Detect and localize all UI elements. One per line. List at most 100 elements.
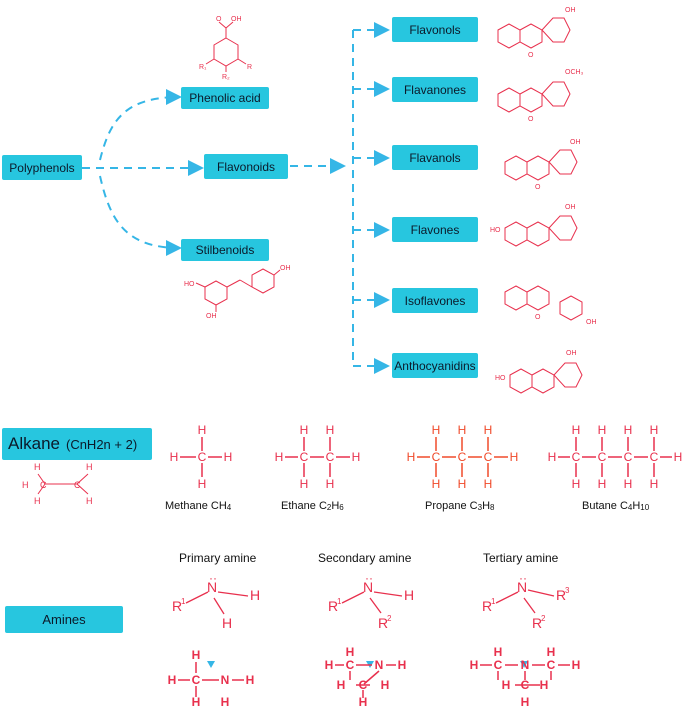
- butane-h6: H: [598, 477, 607, 491]
- butane-h4: H: [650, 423, 659, 437]
- trimethylamine-h-a: H: [470, 658, 479, 672]
- ethane-h6: H: [326, 477, 335, 491]
- primary-amine-r-sup: 1: [181, 597, 186, 606]
- trimethylamine-c2: C: [547, 658, 556, 672]
- propane-h8: H: [484, 477, 493, 491]
- alkane-formula: (CnH2n + 2): [65, 436, 138, 452]
- tertiary-amine-r3-sup: 3: [565, 586, 570, 595]
- flavone-oh: OH: [565, 204, 576, 211]
- methane-h-left: H: [170, 450, 179, 464]
- methane-label: Methane CH4: [165, 500, 232, 512]
- flavonol-structure: [497, 17, 571, 49]
- alkane-sketch-h2: H: [86, 462, 93, 472]
- anthocyanidin-oh: OH: [566, 350, 577, 357]
- trimethylamine-h-d: H: [547, 645, 556, 659]
- flavones-box: Flavones: [392, 217, 478, 242]
- methylamine-h2: H: [192, 648, 201, 662]
- primary-amine-r: R: [172, 598, 182, 614]
- phenolic-acid-box: Phenolic acid: [181, 87, 269, 109]
- trimethylamine-h-c: H: [494, 645, 503, 659]
- dimethylamine-h-d: H: [381, 678, 390, 692]
- flavonoids-box: Flavonoids: [204, 154, 288, 179]
- secondary-amine-r1-sup: 1: [337, 597, 342, 606]
- tertiary-amine-r2-sup: 2: [541, 614, 546, 623]
- propane-h7: H: [458, 477, 467, 491]
- trimethylamine-h-g: H: [521, 695, 530, 708]
- dimethylamine-h-e: H: [359, 695, 368, 708]
- propane-label: Propane C3H8: [425, 500, 495, 512]
- methane-c: C: [198, 450, 207, 464]
- phenolic-oh: OH: [231, 16, 242, 23]
- secondary-amine-r2: R: [378, 615, 388, 631]
- butane-structure: [558, 437, 672, 477]
- secondary-amine-h: H: [404, 587, 414, 603]
- phenolic-r1: R₁: [199, 64, 207, 71]
- propane-h4: H: [458, 423, 467, 437]
- ethane-c1: C: [300, 450, 309, 464]
- isoflavones-box: Isoflavones: [392, 288, 478, 313]
- butane-h-right: H: [674, 450, 683, 464]
- dimethylamine-structure: [335, 664, 396, 698]
- alkane-box: Alkane (CnH2n + 2): [2, 428, 152, 460]
- dimethylamine-c1: C: [346, 658, 355, 672]
- alkane-sketch-h5: H: [86, 496, 93, 506]
- methylamine-h3: H: [192, 695, 201, 708]
- primary-amine-h2: H: [222, 615, 232, 631]
- arrow-to-stilbenoids: [99, 175, 182, 256]
- ethane-h1: H: [275, 450, 284, 464]
- tertiary-amine-r3: R: [556, 587, 566, 603]
- propane-c3: C: [484, 450, 493, 464]
- methylamine-n: N: [221, 673, 230, 687]
- secondary-amine-n: N: [363, 579, 373, 595]
- stilbenoids-box: Stilbenoids: [181, 239, 269, 261]
- secondary-amine-generic: [341, 591, 403, 614]
- flavanol-o: O: [535, 184, 541, 191]
- stilbenoid-oh3: OH: [280, 265, 291, 272]
- flavonol-oh: OH: [565, 7, 576, 14]
- secondary-amine-r1: R: [328, 598, 338, 614]
- methane-h-top: H: [198, 423, 207, 437]
- trimethylamine-h-f: H: [540, 678, 549, 692]
- secondary-amine-lone-pair: ··: [365, 571, 373, 585]
- polyphenols-box: Polyphenols: [2, 155, 82, 180]
- phenolic-o: O: [216, 16, 222, 23]
- propane-h5: H: [484, 423, 493, 437]
- stilbenoid-ho1: HO: [184, 281, 195, 288]
- butane-h3: H: [624, 423, 633, 437]
- alkane-sketch: [37, 473, 89, 495]
- primary-amine-label: Primary amine: [179, 551, 257, 565]
- stilbenoid-structure: [195, 268, 281, 312]
- trimethylamine-h-e: H: [502, 678, 511, 692]
- methylamine-structure: [178, 662, 244, 697]
- phenolic-r: R: [247, 64, 252, 71]
- propane-structure: [417, 437, 508, 477]
- primary-amine-down-arrow: [207, 661, 215, 668]
- flavanol-structure: [504, 149, 578, 181]
- anthocyanidin-structure: [509, 362, 583, 394]
- anthocyanidins-box: Anthocyanidins: [392, 353, 478, 378]
- ethane-c2: C: [326, 450, 335, 464]
- dimethylamine-h-c: H: [337, 678, 346, 692]
- butane-c4: C: [650, 450, 659, 464]
- propane-h2: H: [510, 450, 519, 464]
- butane-c2: C: [598, 450, 607, 464]
- alkane-sketch-c1: C: [40, 480, 47, 490]
- ethane-h4: H: [326, 423, 335, 437]
- flavonol-o: O: [528, 52, 534, 59]
- butane-c3: C: [624, 450, 633, 464]
- alkane-label: Alkane: [8, 434, 60, 453]
- flavone-structure: [504, 215, 578, 247]
- tertiary-amine-generic: [495, 589, 555, 614]
- butane-label: Butane C4H10: [582, 500, 650, 512]
- trimethylamine-h-b: H: [572, 658, 581, 672]
- phenolic-acid-structure: [205, 21, 247, 72]
- ethane-h5: H: [300, 477, 309, 491]
- methylamine-h5: H: [221, 695, 230, 708]
- isoflavone-o: O: [535, 314, 541, 321]
- propane-h3: H: [432, 423, 441, 437]
- butane-h7: H: [624, 477, 633, 491]
- tertiary-amine-r1: R: [482, 598, 492, 614]
- tertiary-amine-label: Tertiary amine: [483, 551, 559, 565]
- tertiary-amine-down-arrow: [520, 661, 528, 668]
